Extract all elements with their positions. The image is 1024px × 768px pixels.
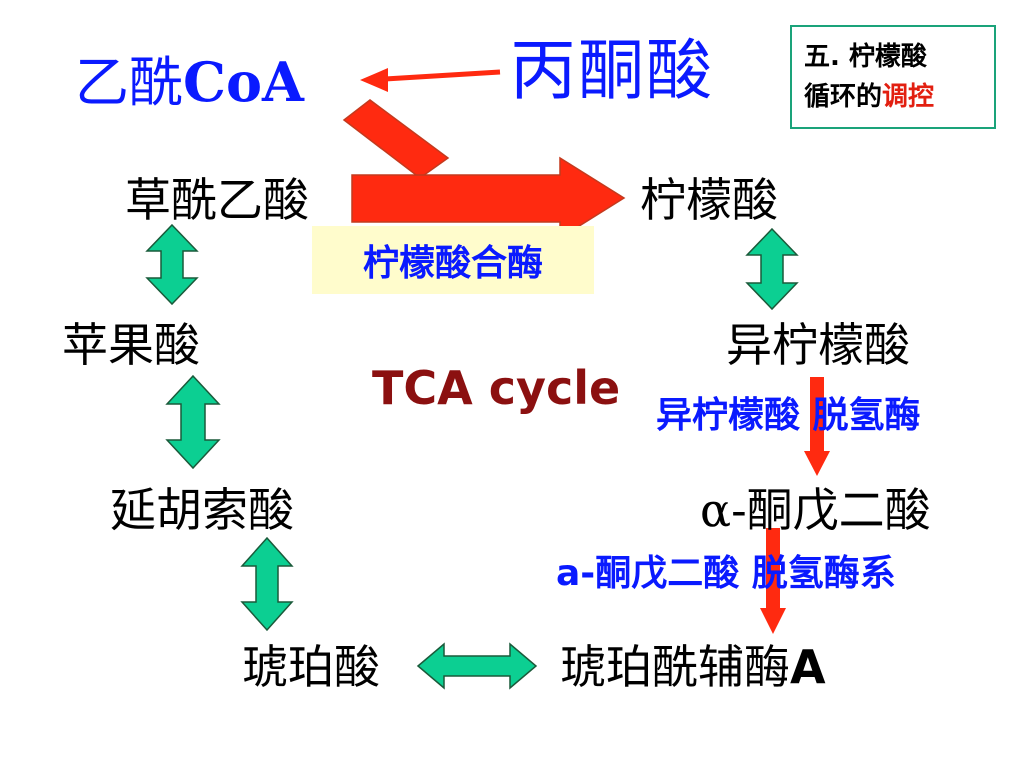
oxaloacetate-malate-double-arrow — [145, 223, 199, 306]
alpha-ketoglutarate-text: -酮戊二酸 — [731, 483, 931, 537]
enzyme-isocitrate-dehydrogenase: 异柠檬酸 脱氢酶 — [656, 395, 921, 436]
citrate-synthase-box: 柠檬酸合酶 — [312, 226, 594, 294]
node-malate: 苹果酸 — [62, 318, 200, 372]
tca-cycle-label: TCA cycle — [372, 361, 621, 415]
enzyme-akg-dehydrogenase-complex: a-酮戊二酸 脱氢酶系 — [556, 553, 896, 594]
fumarate-succinate-double-arrow — [240, 536, 294, 632]
acetyl-coa-suffix: CoA — [183, 50, 304, 114]
succinyl-coa-prefix: 琥珀酰辅酶 — [560, 640, 790, 694]
section-title-line-2: 循环的调控 — [804, 77, 994, 117]
node-succinyl-coa: 琥珀酰辅酶A — [560, 644, 826, 690]
section-title-highlight: 调控 — [882, 82, 935, 112]
succinate-succinylcoa-double-arrow — [416, 642, 538, 690]
node-alpha-ketoglutarate: α-酮戊二酸 — [700, 487, 931, 533]
node-isocitrate: 异柠檬酸 — [726, 318, 910, 372]
succinyl-coa-suffix: A — [790, 640, 826, 694]
acetyl-coa-label: 乙酰CoA — [75, 55, 304, 110]
malate-fumarate-double-arrow — [165, 374, 221, 470]
citrate-synthase-reaction-arrow — [342, 99, 626, 240]
citrate-isocitrate-double-arrow — [745, 227, 799, 311]
enzyme-citrate-synthase: 柠檬酸合酶 — [362, 243, 543, 284]
akg-to-succinylcoa-arrow — [760, 528, 786, 634]
pyruvate-label: 丙酮酸 — [510, 32, 714, 109]
alpha-symbol: α — [700, 483, 732, 537]
pyruvate-to-acetylcoa-arrow — [360, 68, 501, 92]
section-title-box: 五. 柠檬酸 循环的调控 — [790, 25, 996, 129]
section-title-line-2-text: 循环的 — [804, 82, 883, 112]
acetyl-coa-prefix: 乙酰 — [75, 51, 183, 114]
node-fumarate: 延胡索酸 — [110, 483, 294, 537]
node-succinate: 琥珀酸 — [242, 640, 380, 694]
node-oxaloacetate: 草酰乙酸 — [125, 173, 309, 227]
section-title-line-1: 五. 柠檬酸 — [804, 42, 927, 72]
isocitrate-to-akg-arrow — [804, 377, 830, 476]
node-citrate: 柠檬酸 — [640, 173, 778, 227]
